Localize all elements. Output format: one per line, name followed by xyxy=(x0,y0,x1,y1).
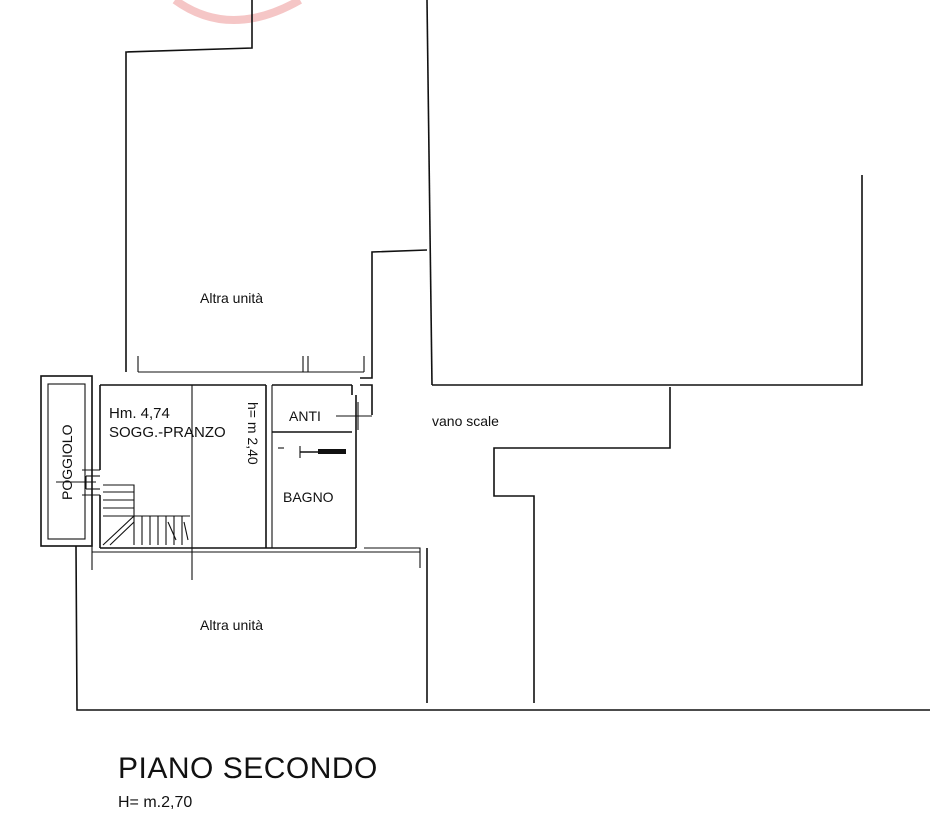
lower-other-unit-walls xyxy=(75,545,930,711)
balcony-walls xyxy=(40,375,96,547)
plan-height: H= m.2,70 xyxy=(118,794,193,811)
watermark-arc xyxy=(172,0,302,24)
plan-title-block: PIANO SECONDO H= m.2,70 xyxy=(118,752,378,812)
lower-unit-label: Altra unità xyxy=(200,617,263,633)
bath-fixture xyxy=(318,449,346,454)
bath-label: BAGNO xyxy=(283,489,334,505)
upper-other-unit-walls xyxy=(125,0,863,386)
internal-staircase xyxy=(102,484,193,580)
stairwell-label: vano scale xyxy=(432,413,499,429)
room-height-vertical-label: h= m 2,40 xyxy=(245,402,261,465)
anti-label: ANTI xyxy=(289,408,321,424)
living-height-label: Hm. 4,74 xyxy=(109,405,170,422)
stairwell-walls xyxy=(493,387,671,703)
balcony-label: POGGIOLO xyxy=(59,424,75,500)
plan-title: PIANO SECONDO xyxy=(118,752,378,785)
living-room-label: SOGG.-PRANZO xyxy=(109,424,226,441)
upper-unit-label: Altra unità xyxy=(200,290,263,306)
